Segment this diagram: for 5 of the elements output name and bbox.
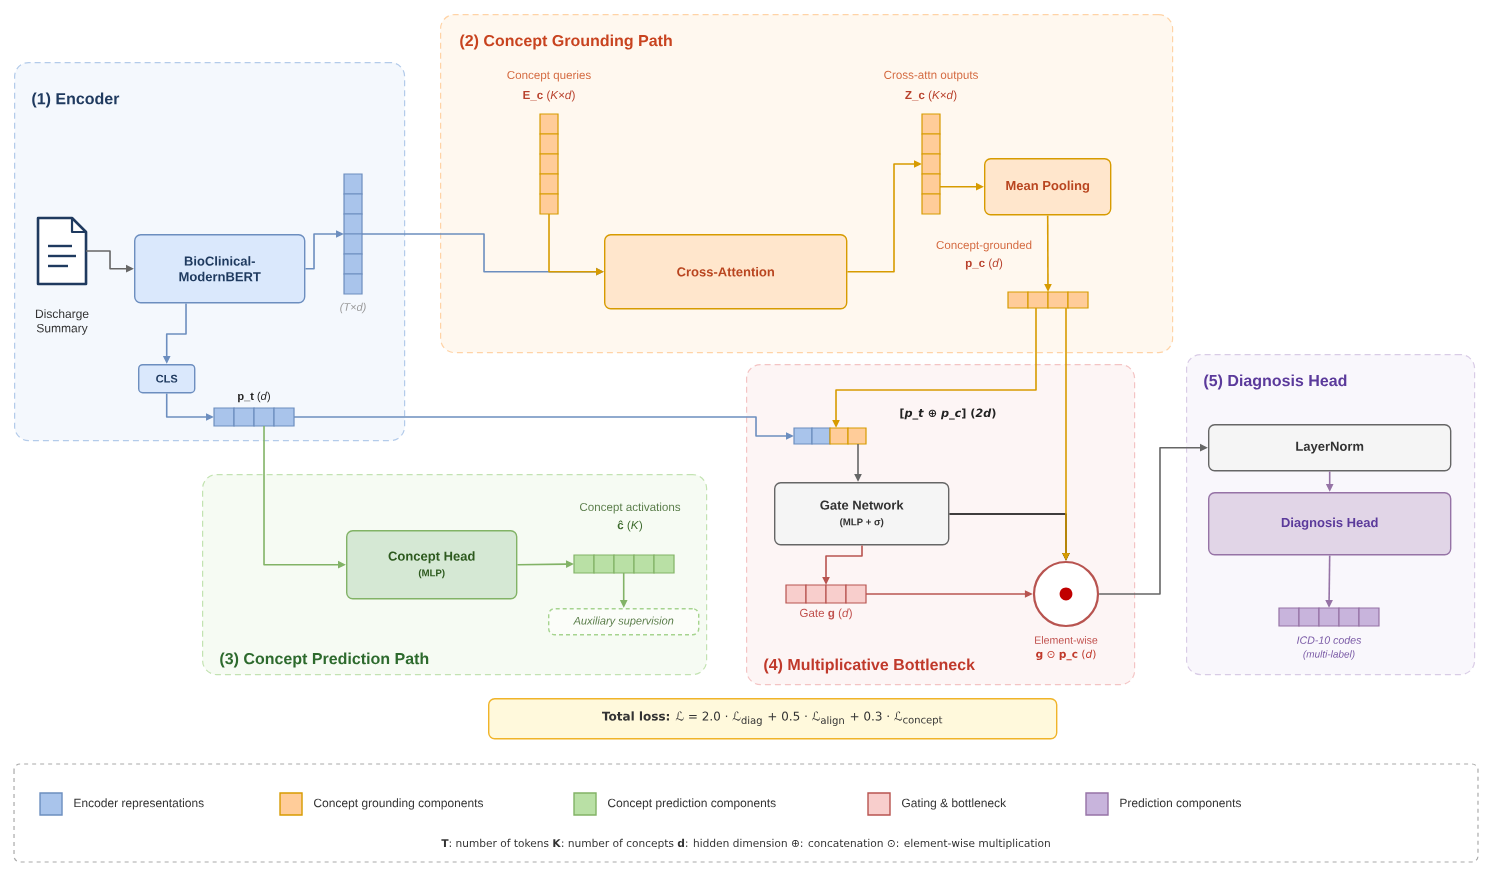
section-title: (1) Encoder: [32, 92, 120, 108]
section-title: (4) Multiplicative Bottleneck: [764, 658, 975, 674]
section-title: (2) Concept Grounding Path: [460, 34, 672, 50]
section-title: (3) Concept Prediction Path: [220, 652, 429, 668]
section-title: (5) Diagnosis Head: [1204, 374, 1347, 390]
